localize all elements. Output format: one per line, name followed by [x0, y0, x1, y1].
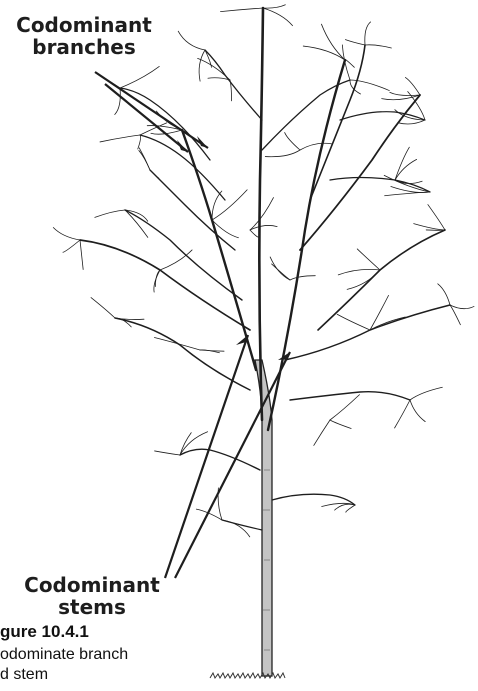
tree-twig: [212, 190, 247, 220]
label-codominant-branches: Codominant branches: [4, 14, 164, 58]
tree-twig: [263, 5, 285, 8]
tree-twig: [285, 133, 300, 150]
tree-limb: [285, 305, 450, 360]
tree-limb: [310, 45, 365, 200]
tree-twig: [154, 270, 160, 292]
tree-twig: [414, 224, 445, 230]
tree-twig: [178, 31, 205, 50]
tree-twig: [138, 135, 141, 149]
tree-twig: [390, 92, 420, 95]
tree-twig: [270, 257, 290, 280]
tree-twig: [365, 45, 391, 48]
tree-twig: [250, 230, 259, 237]
tree-twig: [357, 249, 380, 270]
tree-twig: [125, 210, 148, 237]
tree-limb: [80, 240, 250, 330]
tree-limb: [259, 8, 263, 420]
tree-trunk: [255, 360, 272, 676]
tree-twig: [398, 120, 425, 124]
tree-twig: [220, 8, 263, 12]
tree-twig: [337, 314, 370, 330]
tree-twig: [345, 40, 365, 45]
tree-twig: [150, 170, 159, 178]
tree-twig: [154, 337, 200, 350]
tree-twig: [405, 77, 420, 95]
figure-caption-line2: d stem: [0, 665, 230, 685]
pointer-line: [95, 72, 208, 148]
tree-limb: [290, 392, 410, 400]
tree-twig: [290, 276, 315, 280]
tree-twig: [265, 150, 300, 157]
tree-twig: [263, 8, 293, 26]
tree-twig: [321, 24, 345, 60]
tree-twig: [100, 135, 140, 142]
pointer-line: [175, 352, 290, 578]
tree-twig: [346, 505, 355, 512]
tree-limb: [140, 135, 225, 200]
tree-twig: [95, 210, 125, 217]
tree-twig: [272, 264, 290, 280]
tree-twig: [80, 240, 83, 270]
tree-twig: [395, 400, 410, 428]
tree-twig: [155, 451, 180, 455]
tree-twig: [160, 250, 192, 270]
tree-twig: [300, 143, 333, 150]
tree-twig: [365, 22, 371, 45]
tree-limb: [115, 318, 250, 390]
tree-twig: [53, 227, 80, 240]
tree-twig: [395, 159, 417, 180]
tree-limb: [300, 95, 420, 250]
tree-twig: [428, 205, 445, 230]
tree-twig: [410, 400, 425, 422]
label-branches-line1: Codominant: [4, 14, 164, 36]
tree-twig: [63, 240, 80, 252]
figure-caption-body: odominate branch d stem: [0, 645, 230, 685]
tree-twig: [139, 148, 150, 170]
tree-twig: [314, 420, 330, 445]
tree-twig: [330, 420, 351, 428]
figure-caption-title: gure 10.4.1: [0, 622, 89, 642]
tree-twig: [410, 387, 442, 400]
tree-limb: [180, 449, 260, 470]
label-stems-line1: Codominant: [2, 574, 182, 596]
tree-twig: [438, 284, 450, 305]
tree-twig: [198, 58, 230, 80]
tree-limb: [205, 50, 262, 120]
tree-twig: [338, 269, 380, 275]
pointer-line: [105, 84, 188, 152]
label-branches-line2: branches: [4, 36, 164, 58]
tree-twig: [180, 432, 208, 455]
tree-twig: [330, 395, 360, 420]
label-stems-line2: stems: [2, 596, 182, 618]
tree-limb: [318, 230, 445, 330]
tree-twig: [199, 50, 205, 81]
tree-limb: [150, 170, 235, 250]
tree-twig: [91, 298, 115, 318]
tree-twig: [222, 520, 250, 537]
tree-twig: [120, 66, 159, 88]
tree-twig: [345, 60, 354, 68]
tree-limb: [330, 178, 430, 193]
tree-twig: [395, 147, 409, 180]
figure-caption-line1: odominate branch: [0, 645, 230, 665]
pointer-line: [165, 335, 248, 578]
tree-twig: [450, 305, 474, 309]
label-codominant-stems: Codominant stems: [2, 574, 182, 618]
